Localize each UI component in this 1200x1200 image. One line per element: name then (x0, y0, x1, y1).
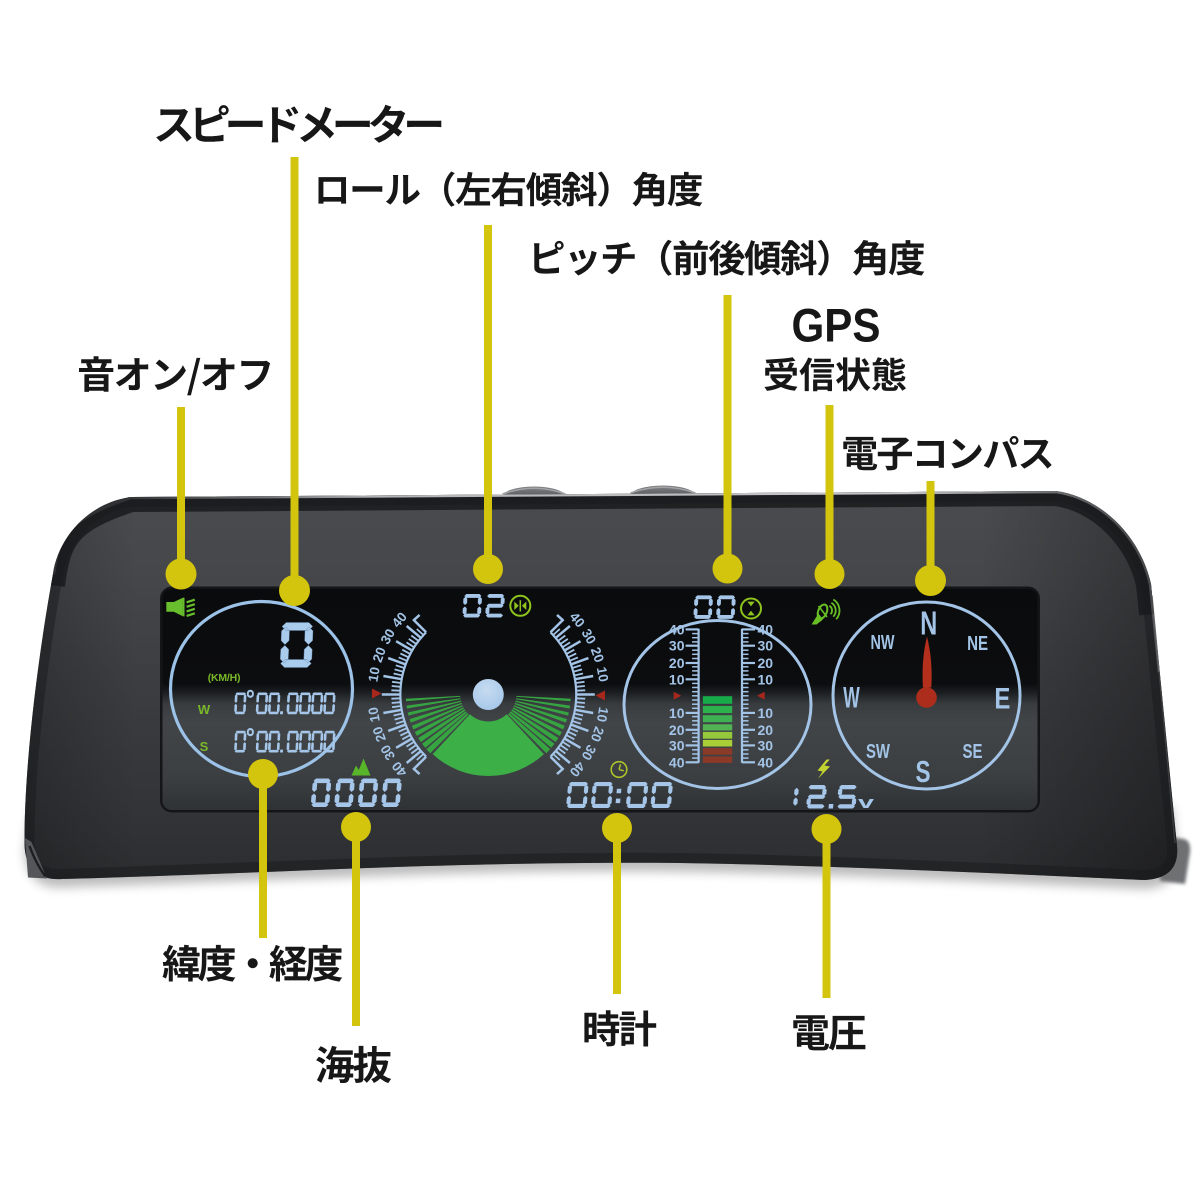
svg-text:N: N (920, 604, 937, 641)
svg-text:30: 30 (579, 742, 600, 763)
svg-text:GPS: GPS (792, 300, 881, 353)
svg-text:40: 40 (758, 754, 774, 770)
svg-text:10: 10 (669, 671, 685, 687)
svg-text:20: 20 (588, 645, 607, 664)
svg-text:v: v (858, 793, 875, 812)
svg-text:40: 40 (567, 609, 588, 630)
svg-text:S: S (200, 739, 209, 754)
svg-text:10: 10 (758, 705, 774, 721)
svg-text:40: 40 (567, 759, 588, 780)
svg-text:20: 20 (669, 722, 685, 738)
svg-text:10: 10 (365, 706, 382, 723)
svg-text:40: 40 (389, 759, 410, 780)
svg-text:20: 20 (758, 655, 774, 671)
svg-text:NW: NW (871, 631, 895, 654)
svg-text:40: 40 (758, 621, 774, 637)
svg-text:10: 10 (365, 666, 382, 683)
svg-text:10: 10 (669, 705, 685, 721)
svg-text:S: S (916, 754, 931, 789)
svg-text:10: 10 (594, 666, 611, 683)
svg-text:SW: SW (866, 740, 890, 763)
svg-text:30: 30 (579, 626, 600, 647)
svg-text:20: 20 (588, 725, 607, 744)
svg-text:30: 30 (669, 638, 685, 654)
svg-text:20: 20 (370, 645, 389, 664)
svg-text:10: 10 (594, 706, 611, 723)
svg-text:SE: SE (963, 740, 983, 763)
svg-text:W: W (843, 682, 860, 715)
svg-text:30: 30 (669, 737, 685, 753)
svg-text:20: 20 (669, 655, 685, 671)
svg-text:10: 10 (758, 671, 774, 687)
svg-text:30: 30 (758, 737, 774, 753)
svg-text:30: 30 (378, 626, 399, 647)
svg-text:40: 40 (669, 754, 685, 770)
svg-text:W: W (198, 702, 211, 717)
svg-text:30: 30 (378, 742, 399, 763)
svg-text:E: E (994, 683, 1010, 716)
svg-text:40: 40 (669, 621, 685, 637)
svg-text:30: 30 (758, 638, 774, 654)
svg-text:(KM/H): (KM/H) (208, 672, 241, 684)
svg-text:20: 20 (758, 722, 774, 738)
svg-text:NE: NE (967, 632, 988, 655)
svg-text:20: 20 (370, 725, 389, 744)
svg-text:40: 40 (389, 609, 410, 630)
